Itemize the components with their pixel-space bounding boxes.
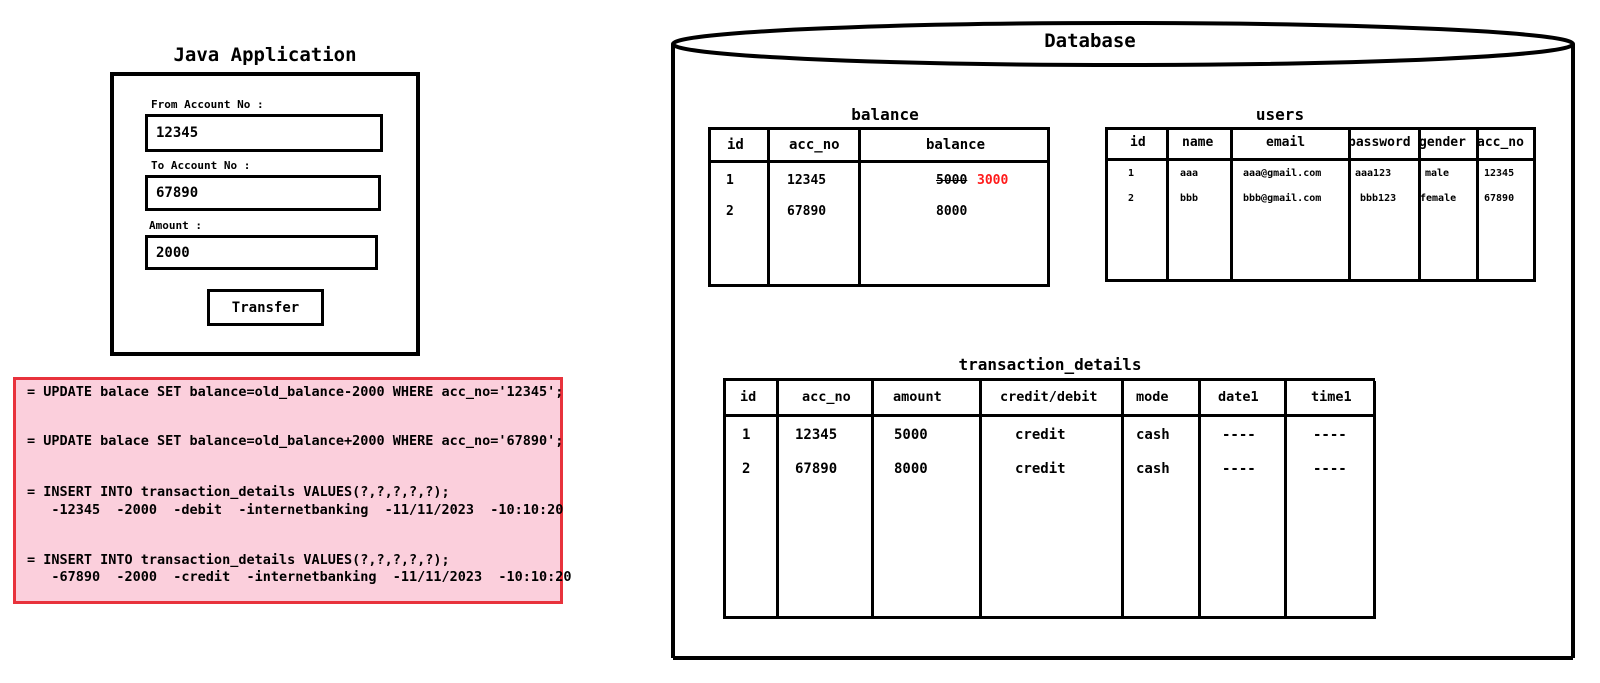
balance-cell-balance: 8000: [936, 204, 968, 219]
balance-cell-new-balance: 3000: [977, 173, 1009, 188]
users-table: [1105, 127, 1536, 282]
amount-label: Amount :: [149, 219, 202, 232]
users-cell-email: bbb@gmail.com: [1243, 193, 1322, 204]
txn-header-date1: date1: [1218, 389, 1259, 405]
txn-cell-mode: cash: [1136, 427, 1170, 443]
balance-table: [708, 127, 1050, 287]
balance-table-title: balance: [851, 105, 919, 124]
users-cell-acc-no: 12345: [1484, 168, 1515, 179]
txn-cell-time1: ----: [1313, 461, 1347, 477]
users-cell-acc-no: 67890: [1484, 193, 1515, 204]
transaction-details-table: [723, 378, 1376, 619]
users-header-id: id: [1130, 135, 1146, 150]
balance-cell-id: 2: [726, 204, 734, 219]
users-cell-password: bbb123: [1360, 193, 1397, 204]
txn-cell-credit-debit: credit: [1015, 427, 1066, 443]
transfer-button[interactable]: Transfer: [207, 289, 324, 326]
from-account-label: From Account No :: [151, 98, 264, 111]
to-account-label: To Account No :: [151, 159, 251, 172]
txn-cell-amount: 8000: [894, 461, 928, 477]
balance-header-id: id: [727, 137, 744, 153]
sql-insert-debit: = INSERT INTO transaction_details VALUES…: [27, 484, 450, 500]
sql-statements-box: [13, 377, 563, 604]
java-app-title: Java Application: [173, 44, 357, 66]
txn-cell-date1: ----: [1222, 461, 1256, 477]
sql-update-debit: = UPDATE balace SET balance=old_balance-…: [27, 384, 564, 400]
users-cell-id: 2: [1128, 193, 1135, 204]
sql-insert-credit: = INSERT INTO transaction_details VALUES…: [27, 552, 450, 568]
users-header-email: email: [1266, 135, 1306, 150]
from-account-input[interactable]: 12345: [145, 114, 383, 152]
txn-cell-acc-no: 67890: [795, 461, 838, 477]
txn-header-acc-no: acc_no: [802, 389, 851, 405]
txn-cell-acc-no: 12345: [795, 427, 838, 443]
balance-cell-acc-no: 67890: [787, 204, 827, 219]
txn-header-id: id: [740, 389, 757, 405]
users-header-name: name: [1182, 135, 1214, 150]
txn-header-mode: mode: [1136, 389, 1169, 405]
txn-cell-id: 2: [742, 461, 751, 477]
users-cell-gender: male: [1425, 168, 1450, 179]
txn-header-credit-debit: credit/debit: [1000, 389, 1098, 405]
sql-update-credit: = UPDATE balace SET balance=old_balance+…: [27, 433, 564, 449]
transaction-details-table-title: transaction_details: [958, 355, 1142, 374]
database-title: Database: [1044, 30, 1136, 52]
txn-cell-date1: ----: [1222, 427, 1256, 443]
balance-header-acc-no: acc_no: [789, 137, 840, 153]
users-cell-name: bbb: [1180, 193, 1199, 204]
txn-cell-amount: 5000: [894, 427, 928, 443]
balance-cell-old-balance: 5000: [936, 173, 968, 188]
txn-header-amount: amount: [893, 389, 942, 405]
amount-input[interactable]: 2000: [145, 235, 378, 270]
txn-cell-time1: ----: [1313, 427, 1347, 443]
java-app-window: [110, 72, 420, 356]
users-table-title: users: [1255, 105, 1305, 124]
users-cell-email: aaa@gmail.com: [1243, 168, 1322, 179]
users-cell-password: aaa123: [1355, 168, 1392, 179]
users-header-gender: gender: [1419, 135, 1466, 150]
users-header-password: password: [1348, 135, 1411, 150]
to-account-input[interactable]: 67890: [145, 175, 381, 211]
txn-cell-credit-debit: credit: [1015, 461, 1066, 477]
users-cell-gender: female: [1420, 193, 1457, 204]
txn-header-time1: time1: [1311, 389, 1352, 405]
users-header-acc-no: acc_no: [1477, 135, 1524, 150]
balance-cell-id: 1: [726, 173, 734, 188]
sql-insert-credit-values: -67890 -2000 -credit -internetbanking -1…: [27, 569, 572, 585]
balance-cell-acc-no: 12345: [787, 173, 827, 188]
sql-insert-debit-values: -12345 -2000 -debit -internetbanking -11…: [27, 502, 564, 518]
users-cell-id: 1: [1128, 168, 1135, 179]
balance-header-balance: balance: [926, 137, 986, 153]
users-cell-name: aaa: [1180, 168, 1199, 179]
txn-cell-mode: cash: [1136, 461, 1170, 477]
txn-cell-id: 1: [742, 427, 751, 443]
